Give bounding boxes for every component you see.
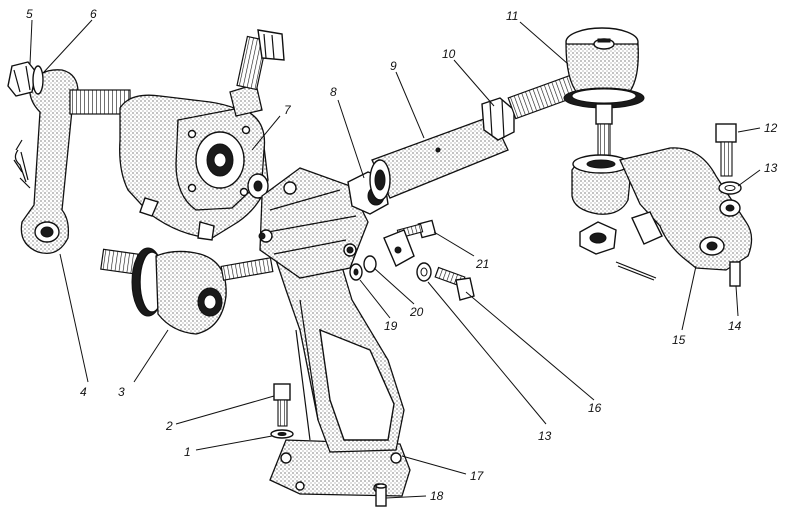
bracket-17 bbox=[258, 167, 411, 497]
cotter-pin-left bbox=[14, 149, 29, 183]
callout-5: 5 bbox=[26, 7, 33, 21]
callout-13-middle: 13 bbox=[538, 429, 552, 443]
callout-4: 4 bbox=[80, 385, 87, 399]
callout-labels: 5 6 7 8 9 10 11 12 13 14 15 4 3 2 1 17 1… bbox=[26, 7, 778, 503]
callout-10: 10 bbox=[442, 47, 456, 61]
bolt-12 bbox=[715, 123, 737, 177]
bolt-2 bbox=[273, 383, 291, 427]
callout-9: 9 bbox=[390, 59, 397, 73]
steering-arm-15 bbox=[571, 147, 753, 271]
castle-nut bbox=[579, 221, 617, 255]
callout-14: 14 bbox=[728, 319, 742, 333]
washer-19 bbox=[349, 263, 363, 281]
callout-19: 19 bbox=[384, 319, 398, 333]
cotter-pin-right bbox=[615, 261, 657, 281]
callout-17: 17 bbox=[470, 469, 485, 483]
leader-lines bbox=[29, 19, 761, 499]
nut-10 bbox=[481, 97, 515, 141]
steering-gear-box bbox=[69, 29, 285, 241]
callout-1: 1 bbox=[184, 445, 191, 459]
pitman-arm bbox=[13, 69, 79, 255]
callout-3: 3 bbox=[118, 385, 125, 399]
tie-rod-end-3 bbox=[100, 247, 274, 335]
callout-21: 21 bbox=[475, 257, 489, 271]
tie-rod-tube-9 bbox=[369, 115, 509, 201]
pin-18 bbox=[375, 483, 387, 507]
washer-6 bbox=[32, 65, 44, 95]
washer-13-middle bbox=[416, 262, 432, 282]
washer-20 bbox=[363, 255, 377, 273]
tie-rod-end-11 bbox=[563, 27, 645, 161]
callout-16: 16 bbox=[588, 401, 602, 415]
washer-13-right bbox=[718, 181, 742, 195]
callout-12: 12 bbox=[764, 121, 778, 135]
callout-8: 8 bbox=[330, 85, 337, 99]
bolt-16 bbox=[434, 266, 475, 301]
lock-plate bbox=[383, 229, 415, 267]
callout-11: 11 bbox=[506, 9, 518, 23]
callout-13-right: 13 bbox=[764, 161, 778, 175]
callout-20: 20 bbox=[409, 305, 424, 319]
callout-18: 18 bbox=[430, 489, 444, 503]
callout-15: 15 bbox=[672, 333, 686, 347]
nut-5 bbox=[7, 61, 37, 97]
washer-1 bbox=[270, 429, 294, 439]
callout-6: 6 bbox=[90, 7, 97, 21]
pin-14 bbox=[729, 261, 741, 287]
callout-2: 2 bbox=[165, 419, 173, 433]
callout-7: 7 bbox=[284, 103, 292, 117]
